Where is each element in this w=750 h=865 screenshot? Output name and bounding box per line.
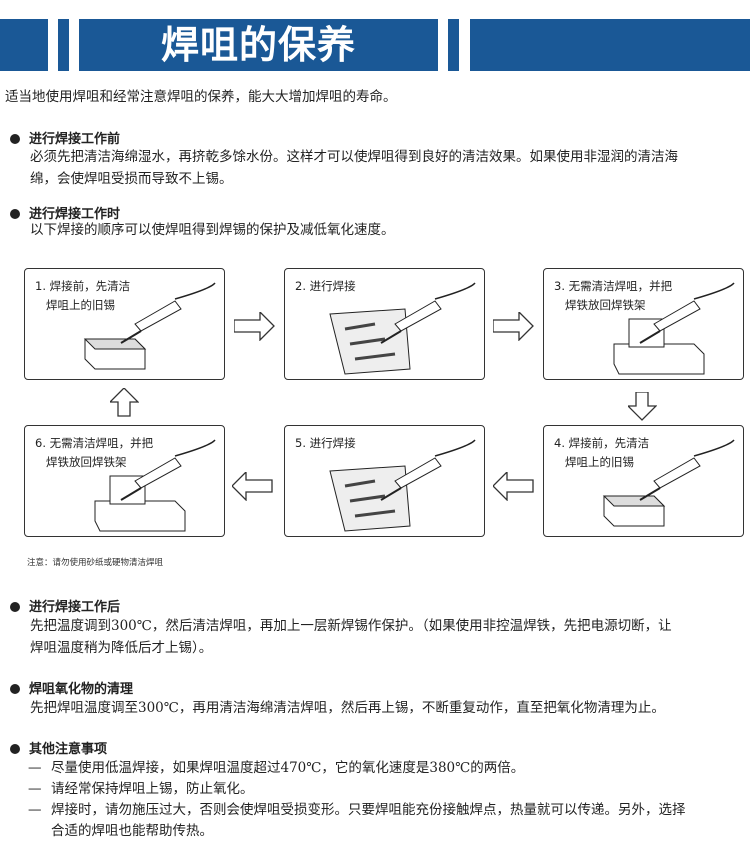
section-heading: 进行焊接工作后 (10, 596, 120, 615)
list-item: 请经常保持焊咀上锡，防止氧化。 (51, 781, 254, 797)
section-heading: 焊咀氧化物的清理 (10, 678, 133, 697)
step-box: 5. 进行焊接 (284, 425, 485, 537)
step-label: 2. 进行焊接 (295, 279, 356, 293)
section-heading: 进行焊接工作前 (10, 128, 120, 147)
step-box: 2. 进行焊接 (284, 268, 485, 380)
bullet-icon (10, 134, 20, 144)
heading-text: 焊咀氧化物的清理 (29, 682, 134, 697)
list-item: 焊接时，请勿施压过大，否则会使焊咀受损变形。只要焊咀能充份接触焊点，热量就可以传… (51, 802, 686, 818)
flow-arrow-icon (110, 388, 139, 417)
heading-text: 其他注意事项 (29, 742, 108, 757)
heading-text: 进行焊接工作时 (29, 207, 121, 222)
soldering-iron-illustration (329, 439, 476, 532)
section-text: 必须先把清洁海绵湿水，再挤乾多馀水份。这样才可以使焊咀得到良好的清洁效果。如果使… (30, 149, 678, 165)
page-title: 焊咀的保养 (160, 22, 356, 67)
section-text: 先把温度调到300℃，然后清洁焊咀，再加上一层新焊锡作保护。（如果使用非控温焊铁… (30, 618, 672, 634)
dash: — (28, 781, 42, 797)
soldering-iron-illustration (94, 439, 216, 532)
heading-text: 进行焊接工作前 (29, 132, 121, 147)
step-label: 6. 无需清洁焊咀，并把 焊铁放回焊铁架 (35, 436, 154, 469)
list-item: 合适的焊咀也能帮助传热。 (51, 823, 213, 839)
note-text: 注意：请勿使用砂纸或硬物清洁焊咀 (27, 558, 164, 568)
step-label: 3. 无需清洁焊咀，并把 焊铁放回焊铁架 (554, 279, 673, 312)
step-box: 3. 无需清洁焊咀，并把 焊铁放回焊铁架 (543, 268, 744, 380)
soldering-iron-illustration (329, 282, 476, 375)
flow-arrow-icon (493, 312, 534, 341)
section-text: 绵，会使焊咀受损而导致不上锡。 (30, 171, 233, 187)
dash: — (28, 760, 42, 776)
bullet-icon (10, 684, 20, 694)
heading-text: 进行焊接工作后 (29, 600, 121, 615)
flow-arrow-icon (232, 472, 273, 501)
header-band-left (0, 19, 48, 71)
intro-text: 适当地使用焊咀和经常注意焊咀的保养，能大大增加焊咀的寿命。 (5, 89, 397, 105)
bullet-icon (10, 744, 20, 754)
dash: — (28, 802, 42, 818)
step-label: 1. 焊接前，先清洁 焊咀上的旧锡 (35, 279, 131, 312)
header-band-left2 (58, 19, 69, 71)
soldering-iron-illustration (613, 282, 735, 375)
step-label: 5. 进行焊接 (295, 436, 356, 450)
section-text: 焊咀温度稍为降低后才上锡）。 (30, 640, 213, 656)
section-heading: 进行焊接工作时 (10, 203, 120, 222)
step-box: 6. 无需清洁焊咀，并把 焊铁放回焊铁架 (24, 425, 225, 537)
section-heading: 其他注意事项 (10, 738, 107, 757)
soldering-iron-illustration (602, 439, 735, 527)
section-text: 先把焊咀温度调至300℃，再用清洁海绵清洁焊咀，然后再上锡，不断重复动作，直至把… (30, 700, 665, 716)
flow-arrow-icon (234, 312, 275, 341)
soldering-iron-illustration (83, 282, 216, 370)
step-box: 4. 焊接前，先清洁 焊咀上的旧锡 (543, 425, 744, 537)
header-band-right (470, 19, 750, 71)
list-item: 尽量使用低温焊接，如果焊咀温度超过470℃，它的氧化速度是380℃的两倍。 (51, 760, 525, 776)
header-band-main (79, 19, 438, 71)
bullet-icon (10, 209, 20, 219)
header-band-right2 (448, 19, 459, 71)
flow-arrow-icon (493, 472, 534, 501)
flow-arrow-icon (628, 392, 657, 421)
bullet-icon (10, 602, 20, 612)
step-label: 4. 焊接前，先清洁 焊咀上的旧锡 (554, 436, 650, 469)
step-box: 1. 焊接前，先清洁 焊咀上的旧锡 (24, 268, 225, 380)
section-text: 以下焊接的顺序可以使焊咀得到焊锡的保护及减低氧化速度。 (30, 222, 395, 238)
